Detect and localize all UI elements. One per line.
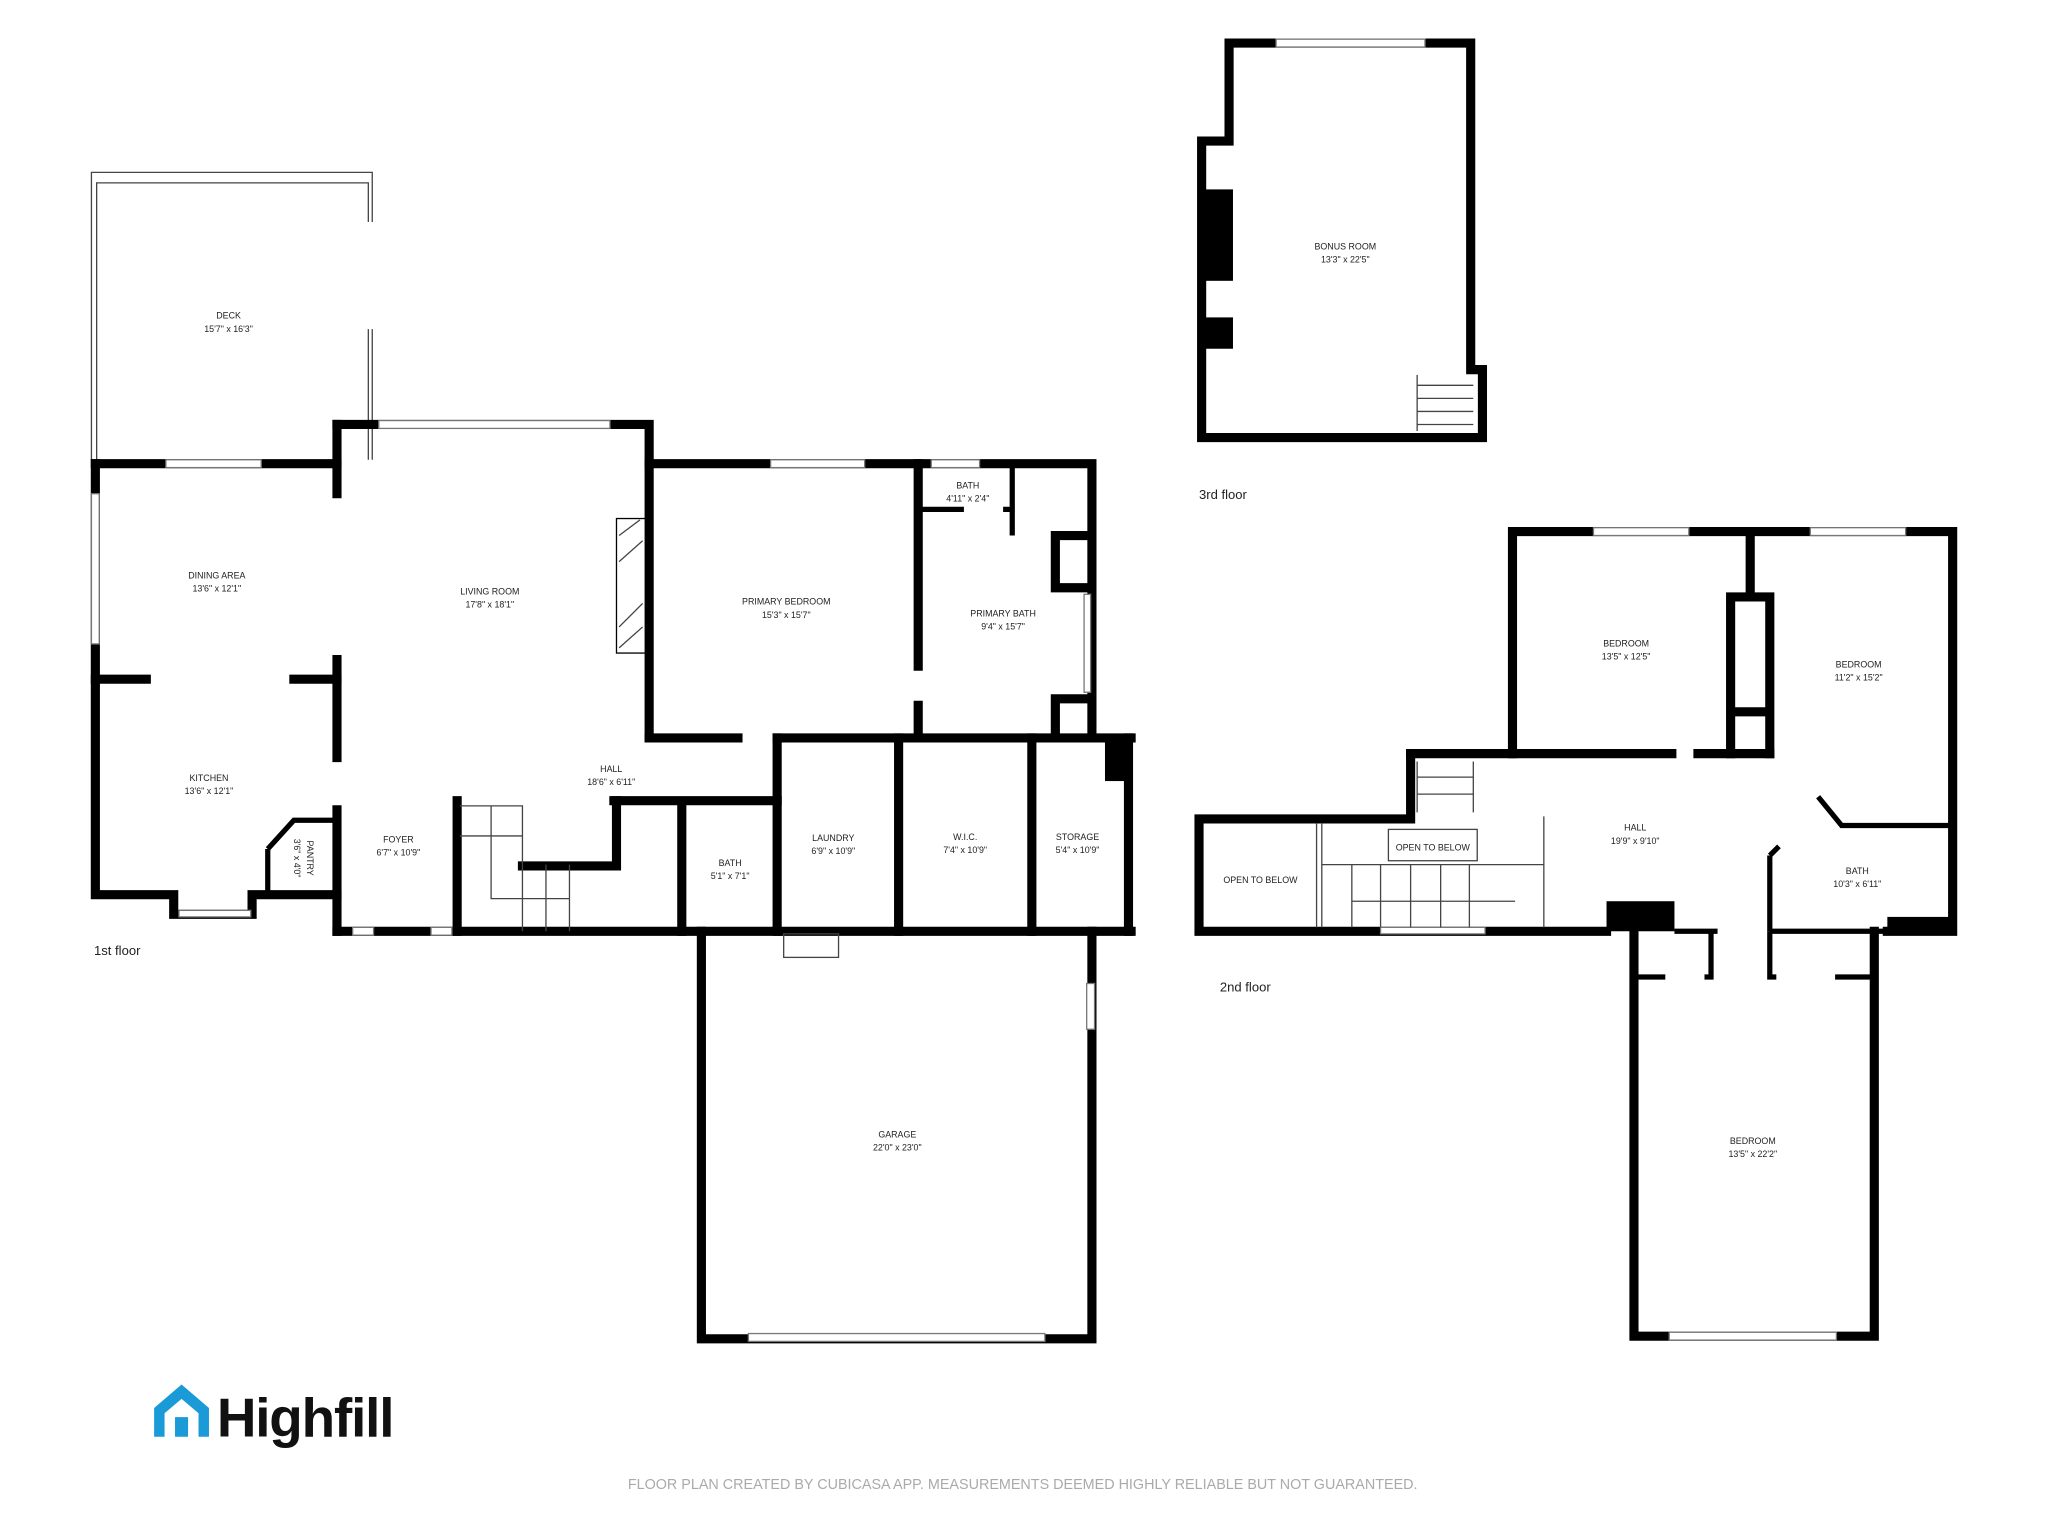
svg-text:13'3" x 22'5": 13'3" x 22'5" [1321, 255, 1370, 265]
svg-text:HALL: HALL [1624, 823, 1646, 833]
third-floor-plan: 3rd floor BONUS ROOM 13'3" x 22'5" [1197, 38, 1488, 502]
floor-label-2nd: 2nd floor [1220, 979, 1271, 994]
svg-text:4'11" x 2'4": 4'11" x 2'4" [946, 494, 989, 504]
room-bath-2nd: BATH 10'3" x 6'11" [1833, 866, 1881, 889]
room-bedroom-1: BEDROOM 13'5" x 12'5" [1602, 639, 1651, 662]
svg-text:PANTRY: PANTRY [305, 841, 315, 876]
svg-text:BATH: BATH [956, 480, 979, 490]
svg-text:KITCHEN: KITCHEN [189, 773, 228, 783]
room-wic: W.I.C. 7'4" x 10'9" [943, 832, 987, 855]
room-storage: STORAGE 5'4" x 10'9" [1056, 832, 1100, 855]
svg-text:LAUNDRY: LAUNDRY [812, 833, 854, 843]
room-foyer: FOYER 6'7" x 10'9" [376, 834, 420, 857]
svg-text:7'4" x 10'9": 7'4" x 10'9" [943, 845, 987, 855]
room-bonus-room: BONUS ROOM 13'3" x 22'5" [1314, 241, 1376, 264]
room-primary-bath: PRIMARY BATH 9'4" x 15'7" [970, 608, 1036, 631]
svg-text:10'3" x 6'11": 10'3" x 6'11" [1833, 879, 1881, 889]
footer-disclaimer: FLOOR PLAN CREATED BY CUBICASA APP. MEAS… [628, 1477, 1418, 1493]
room-bedroom-2: BEDROOM 11'2" x 15'2" [1835, 659, 1883, 682]
svg-text:BEDROOM: BEDROOM [1730, 1136, 1776, 1146]
brand-logo: Highfill [154, 1384, 395, 1449]
svg-text:BATH: BATH [719, 858, 742, 868]
svg-text:DINING AREA: DINING AREA [188, 571, 245, 581]
svg-text:STORAGE: STORAGE [1056, 832, 1099, 842]
svg-text:13'5" x 22'2": 13'5" x 22'2" [1728, 1149, 1777, 1159]
floor-label-1st: 1st floor [94, 943, 141, 958]
room-bath: BATH 5'1" x 7'1" [711, 858, 750, 881]
svg-text:17'8" x 18'1": 17'8" x 18'1" [465, 599, 514, 609]
svg-text:15'3" x 15'7": 15'3" x 15'7" [762, 610, 811, 620]
svg-text:5'4" x 10'9": 5'4" x 10'9" [1056, 845, 1100, 855]
svg-text:PRIMARY BEDROOM: PRIMARY BEDROOM [742, 597, 830, 607]
room-dining-area: DINING AREA 13'6" x 12'1" [188, 571, 245, 594]
room-bath-small: BATH 4'11" x 2'4" [946, 480, 989, 503]
svg-text:13'6" x 12'1": 13'6" x 12'1" [185, 786, 234, 796]
open-to-below-label: OPEN TO BELOW [1396, 842, 1471, 852]
svg-text:DECK: DECK [216, 311, 241, 321]
svg-text:PRIMARY BATH: PRIMARY BATH [970, 608, 1036, 618]
svg-text:11'2" x 15'2": 11'2" x 15'2" [1835, 672, 1883, 682]
room-bedroom-3: BEDROOM 13'5" x 22'2" [1728, 1136, 1777, 1159]
svg-text:18'6" x 6'11": 18'6" x 6'11" [587, 777, 635, 787]
svg-text:6'7" x 10'9": 6'7" x 10'9" [376, 848, 420, 858]
svg-text:Highfill: Highfill [217, 1387, 395, 1449]
svg-text:19'9" x 9'10": 19'9" x 9'10" [1611, 836, 1660, 846]
svg-text:HALL: HALL [600, 764, 622, 774]
svg-text:GARAGE: GARAGE [878, 1130, 916, 1140]
room-primary-bedroom: PRIMARY BEDROOM 15'3" x 15'7" [742, 597, 830, 620]
svg-text:BATH: BATH [1846, 866, 1869, 876]
svg-text:22'0" x 23'0": 22'0" x 23'0" [873, 1143, 922, 1153]
house-icon [154, 1384, 209, 1437]
svg-text:5'1" x 7'1": 5'1" x 7'1" [711, 871, 750, 881]
room-deck: DECK 15'7" x 16'3" [204, 311, 253, 334]
open-to-below-label: OPEN TO BELOW [1223, 875, 1298, 885]
svg-text:BEDROOM: BEDROOM [1603, 639, 1649, 649]
svg-text:6'9" x 10'9": 6'9" x 10'9" [811, 846, 855, 856]
room-laundry: LAUNDRY 6'9" x 10'9" [811, 833, 855, 856]
room-kitchen: KITCHEN 13'6" x 12'1" [185, 773, 234, 796]
svg-text:15'7" x 16'3": 15'7" x 16'3" [204, 324, 253, 334]
svg-text:BEDROOM: BEDROOM [1836, 659, 1882, 669]
room-living-room: LIVING ROOM 17'8" x 18'1" [460, 586, 519, 609]
room-hall: HALL 18'6" x 6'11" [587, 764, 635, 787]
svg-text:W.I.C.: W.I.C. [953, 832, 977, 842]
svg-text:3'6" x 4'0": 3'6" x 4'0" [292, 839, 302, 878]
first-floor-plan: 1st floor DECK 15'7" x 16'3" DINING AREA 1… [90, 171, 1136, 1344]
svg-text:13'6" x 12'1": 13'6" x 12'1" [192, 584, 241, 594]
second-floor-plan: 2nd floor BEDROOM 13'5" x 12'5" BEDROOM 11… [1194, 527, 1958, 1341]
svg-text:FOYER: FOYER [383, 834, 414, 844]
svg-text:LIVING ROOM: LIVING ROOM [460, 586, 519, 596]
floor-label-3rd: 3rd floor [1199, 487, 1248, 502]
svg-text:9'4" x 15'7": 9'4" x 15'7" [981, 622, 1025, 632]
room-garage: GARAGE 22'0" x 23'0" [873, 1130, 922, 1153]
room-hall-2nd: HALL 19'9" x 9'10" [1611, 823, 1660, 846]
svg-text:BONUS ROOM: BONUS ROOM [1314, 241, 1376, 251]
svg-text:13'5" x 12'5": 13'5" x 12'5" [1602, 652, 1651, 662]
